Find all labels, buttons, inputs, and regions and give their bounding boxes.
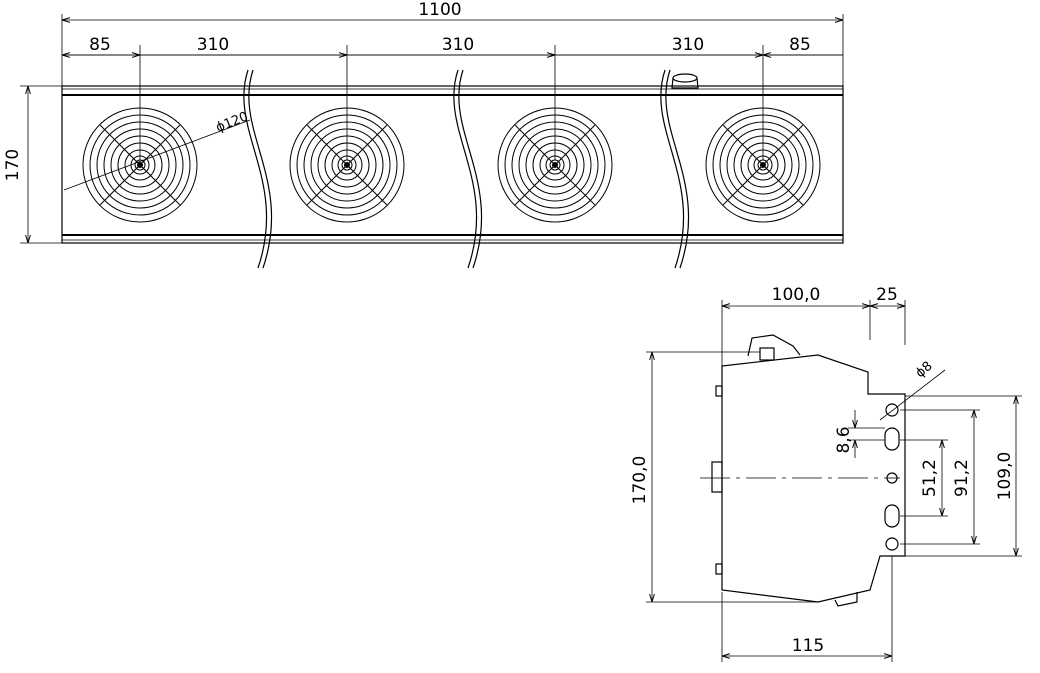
fan-diameter-label: ϕ120 (214, 109, 251, 135)
spacing-label-3: 310 (442, 35, 474, 55)
top-knob (671, 73, 699, 89)
mount-hole-bottom (885, 537, 899, 551)
hole-diameter-label: ϕ8 (913, 359, 936, 381)
fan-grille-1 (82, 107, 198, 223)
mount-slot-lower (884, 504, 900, 528)
slot-length-label: 8,6 (834, 426, 854, 453)
front-height-label: 170 (3, 149, 23, 181)
depth-label: 100,0 (772, 285, 821, 305)
overall-length-label: 1100 (418, 0, 461, 20)
spacing-label-5: 85 (789, 35, 811, 55)
spacing-label-2: 310 (197, 35, 229, 55)
hole-spacing-label: 109,0 (995, 452, 1015, 501)
mount-hole-top (885, 403, 899, 417)
fan-grille-2 (289, 107, 405, 223)
mount-slot-upper (884, 427, 900, 451)
side-height-label: 170,0 (630, 456, 650, 505)
base-width-label: 115 (792, 636, 824, 656)
break-lines (243, 69, 690, 269)
side-profile (721, 354, 906, 603)
spacing-label-4: 310 (672, 35, 704, 55)
spacing-label-1: 85 (89, 35, 111, 55)
unit-body (61, 85, 844, 244)
fan-grille-4 (705, 107, 821, 223)
front-view: 1100 85 310 310 310 85 (3, 0, 844, 269)
slot-spacing-outer-label: 91,2 (952, 459, 972, 497)
side-view: 100,0 25 ϕ8 8,6 51,2 (630, 285, 1022, 662)
flange-label: 25 (876, 285, 898, 305)
fan-grille-3 (497, 107, 613, 223)
slot-spacing-inner-label: 51,2 (920, 459, 940, 497)
fan-grilles (82, 107, 821, 223)
